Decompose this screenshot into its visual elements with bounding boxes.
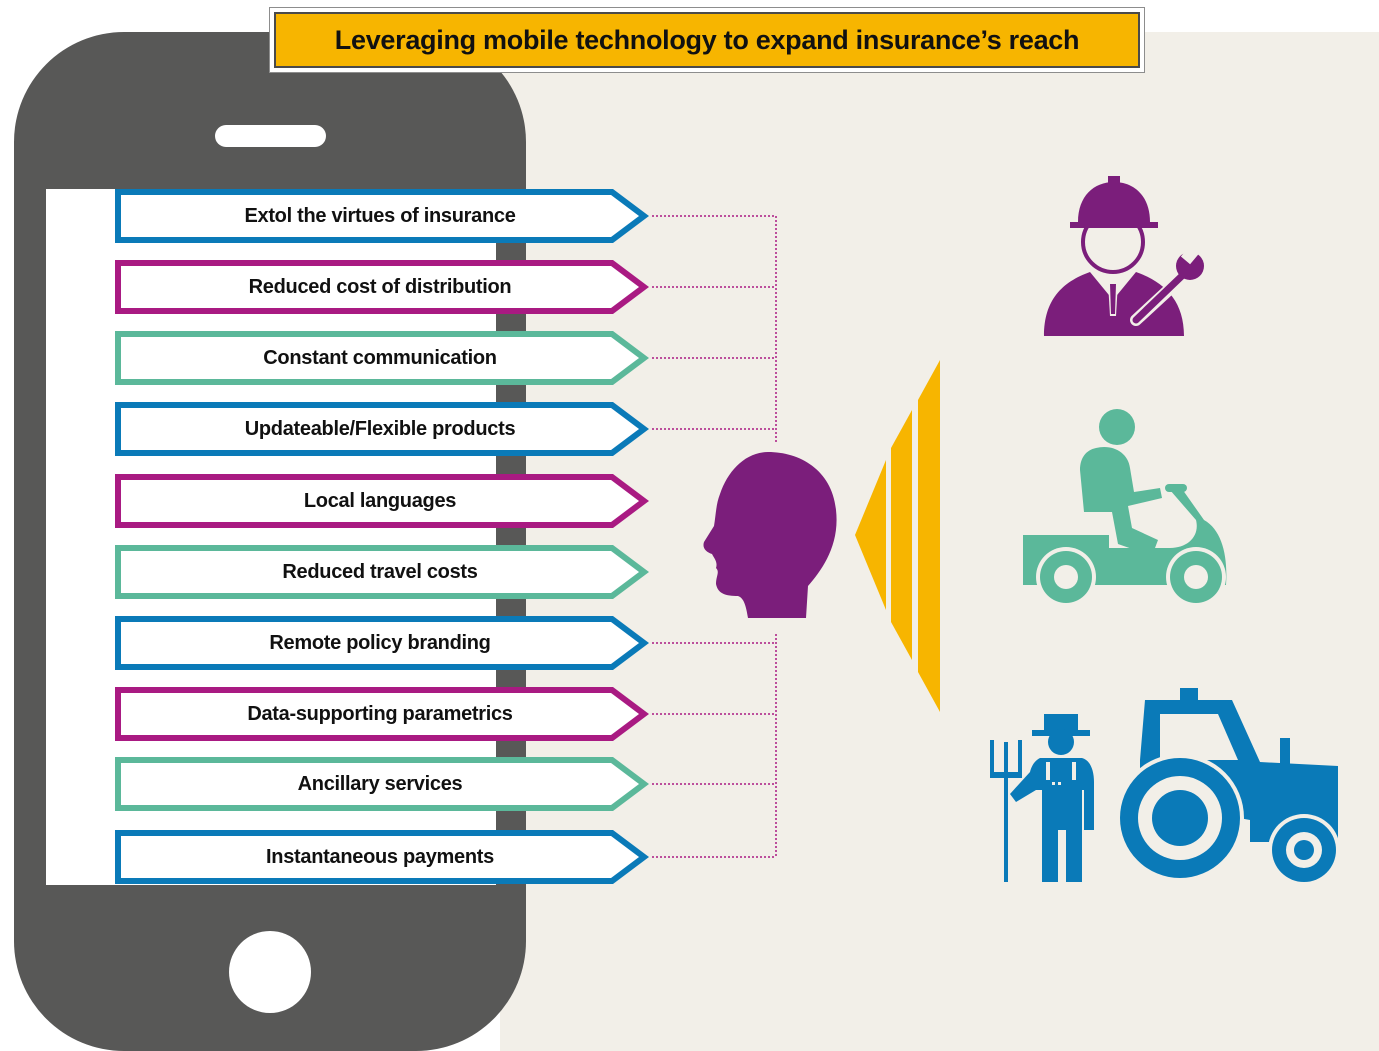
title-box: Leveraging mobile technology to expand i… <box>269 7 1145 73</box>
scooter-rider-icon <box>1023 409 1227 607</box>
page-title: Leveraging mobile technology to expand i… <box>334 24 1080 55</box>
phone-speaker <box>215 125 326 147</box>
benefit-label: Ancillary services <box>297 772 463 795</box>
benefit-label: Reduced cost of distribution <box>248 275 512 298</box>
benefit-label: Remote policy branding <box>269 631 491 654</box>
phone-home-button <box>229 931 311 1013</box>
benefit-arrow <box>115 474 649 528</box>
benefit-arrow <box>115 830 649 884</box>
benefit-label: Instantaneous payments <box>266 845 494 868</box>
connector-lines <box>652 215 777 858</box>
benefit-label: Constant communication <box>263 346 497 369</box>
benefit-arrow <box>115 402 649 456</box>
tractor-icon <box>1116 688 1340 886</box>
benefit-arrow <box>115 189 649 243</box>
engineer-worker-icon <box>1044 176 1204 336</box>
signal-cone-icon <box>855 360 940 712</box>
benefit-arrows <box>115 189 649 884</box>
benefit-arrow <box>115 687 649 741</box>
benefit-arrow <box>115 757 649 811</box>
benefit-label: Extol the virtues of insurance <box>244 204 516 227</box>
benefit-label: Data-supporting parametrics <box>247 702 513 725</box>
benefit-label: Local languages <box>303 489 457 512</box>
benefit-arrow <box>115 545 649 599</box>
benefit-arrow <box>115 616 649 670</box>
benefit-arrow <box>115 260 649 314</box>
head-silhouette-icon <box>703 452 837 618</box>
benefit-label: Reduced travel costs <box>282 560 478 583</box>
benefit-label: Updateable/Flexible products <box>244 417 516 440</box>
title-banner: Leveraging mobile technology to expand i… <box>274 12 1140 68</box>
benefit-arrow <box>115 331 649 385</box>
farmer-icon <box>990 714 1094 882</box>
